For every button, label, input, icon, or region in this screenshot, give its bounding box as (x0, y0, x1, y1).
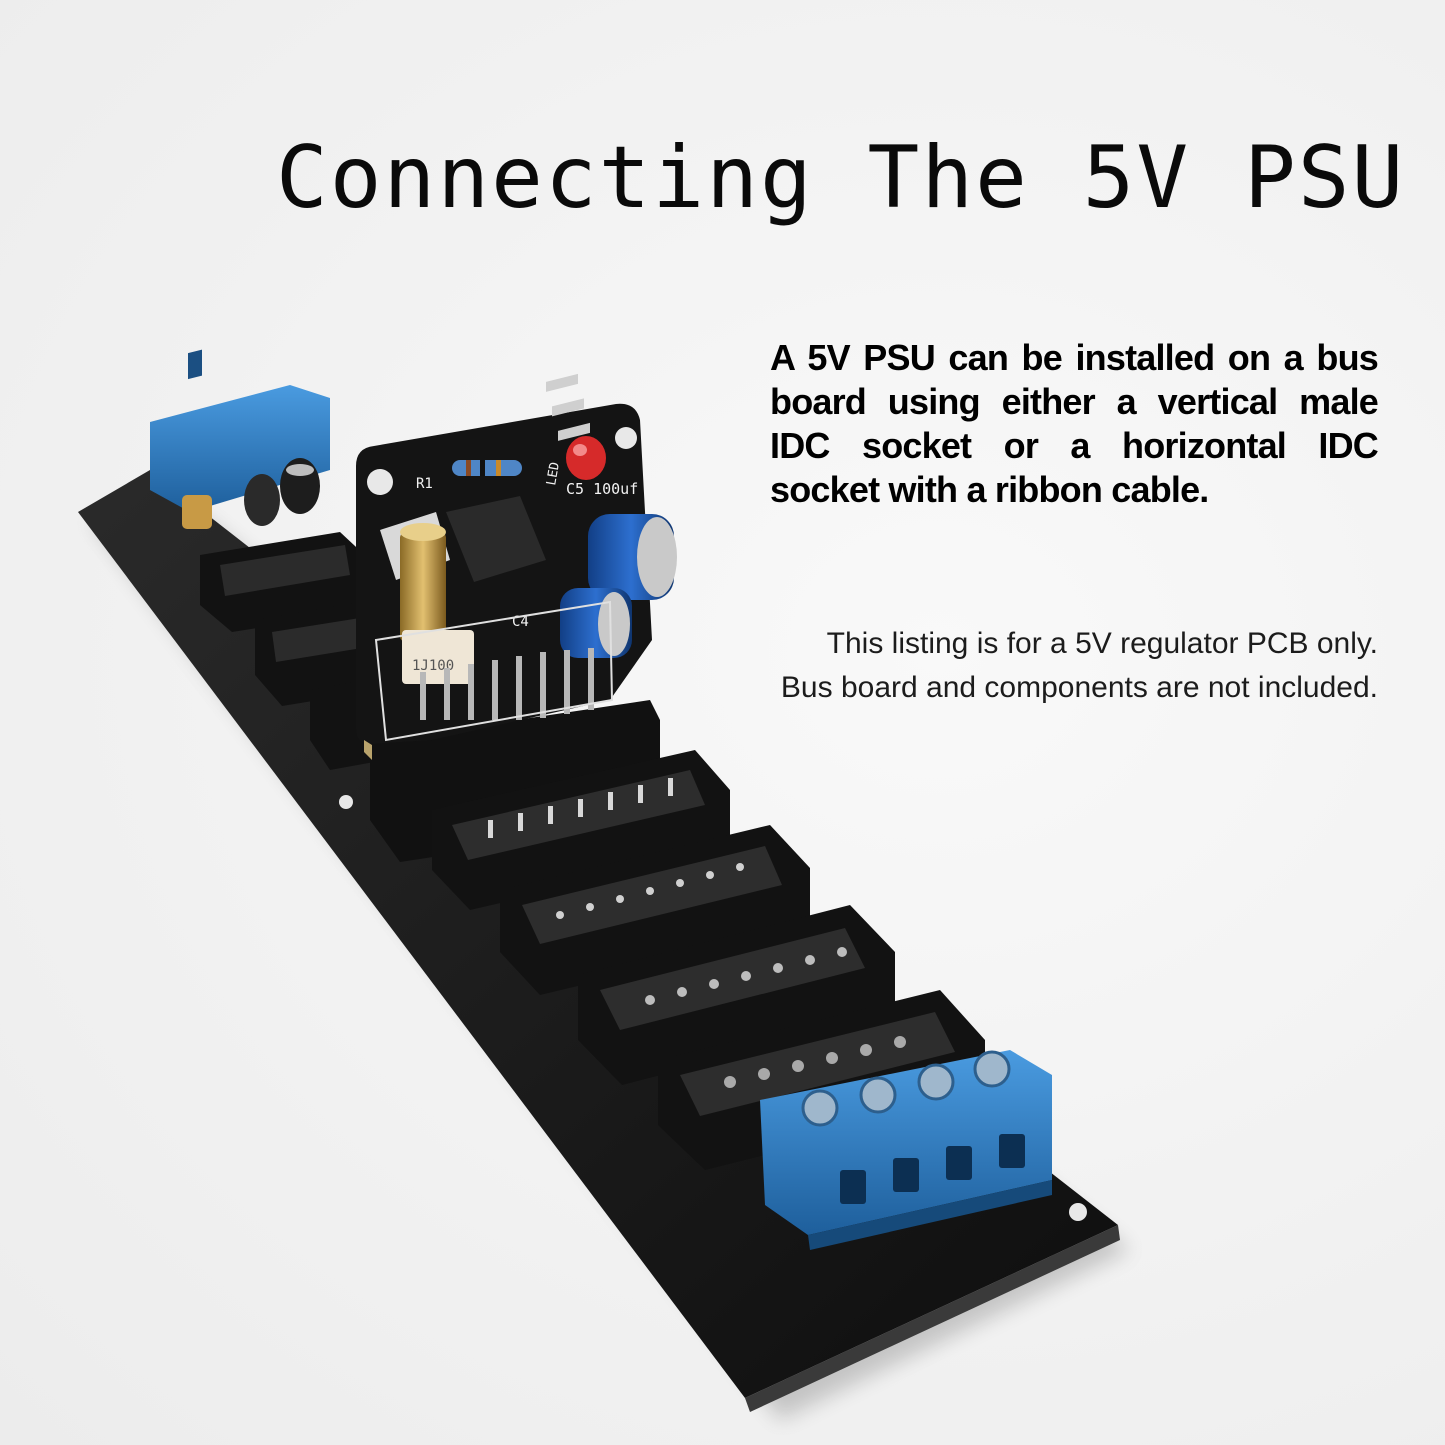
disclaimer-note: This listing is for a 5V regulator PCB o… (780, 627, 1378, 704)
pcb-label-resistor: R1 (416, 476, 433, 492)
pcb-label-connector: 1J100 (412, 658, 454, 674)
mount-hole (1069, 1203, 1087, 1221)
terminal-block-near (760, 1050, 1052, 1250)
psu-daughter-board: R1 LED C5 100uf C4 (356, 373, 677, 760)
pcb-label-led: LED (544, 461, 563, 487)
pcb-label-capacitor-top: C5 100uf (566, 480, 638, 498)
lead-paragraph: A 5V PSU can be installed on a bus board… (770, 337, 1379, 510)
page-title: Connecting The 5V PSU (276, 128, 1406, 228)
far-components (182, 458, 320, 529)
bus-board-edge (745, 1225, 1120, 1412)
mount-hole (339, 795, 353, 809)
idc-headers (200, 532, 985, 1170)
